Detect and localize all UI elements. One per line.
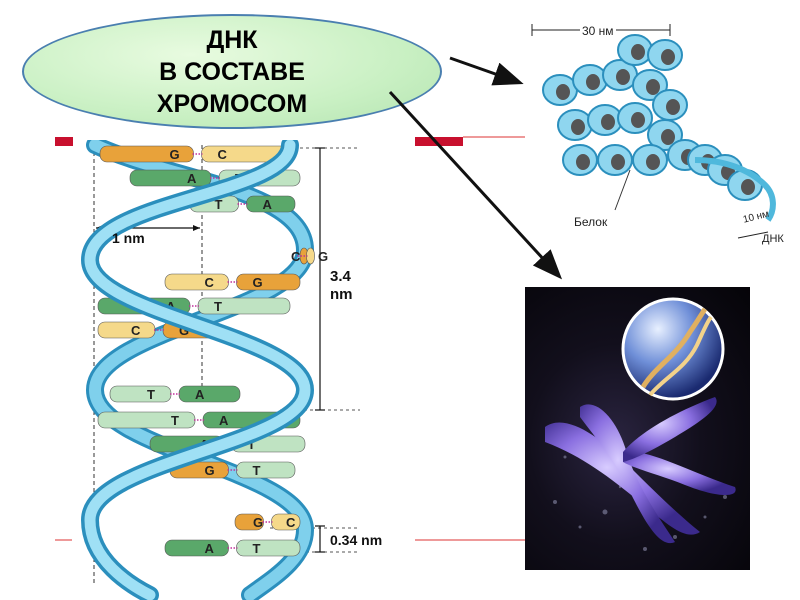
base-letter: T xyxy=(248,437,256,452)
base-right-block xyxy=(236,461,296,479)
base-left-block xyxy=(129,169,212,187)
base-letter: T xyxy=(253,463,261,478)
fiber-width-label: 30 нм xyxy=(580,24,616,38)
base-right-block xyxy=(236,273,301,291)
base-letter: T xyxy=(147,387,155,402)
base-left-block xyxy=(109,385,172,403)
base-letter: G xyxy=(318,249,328,264)
histone-core xyxy=(661,129,675,145)
histone-core xyxy=(631,112,645,128)
base-letter: C xyxy=(291,249,301,264)
base-right-block xyxy=(197,297,291,315)
base-letter: G xyxy=(253,275,263,290)
base-left-block xyxy=(97,411,196,429)
arrow-to-chromosome xyxy=(388,90,563,280)
base-left-block xyxy=(164,539,229,557)
base-letter: C xyxy=(286,515,296,530)
base-letter: G xyxy=(170,147,180,162)
base-letter: A xyxy=(195,387,205,402)
chromosome-illustration xyxy=(545,297,736,551)
base-letter: T xyxy=(253,541,261,556)
histone-core xyxy=(611,154,625,170)
title-line-1: ДНК xyxy=(206,26,258,54)
base-letter: A xyxy=(187,171,197,186)
base-letter: T xyxy=(215,197,223,212)
title-ellipse: ДНК В СОСТАВЕ ХРОМОСОМ xyxy=(22,14,442,129)
base-letter: C xyxy=(218,147,228,162)
base-left-block xyxy=(97,321,156,339)
histone-core xyxy=(661,49,675,65)
base-letter: G xyxy=(253,515,263,530)
histone-core xyxy=(576,154,590,170)
base-right-block xyxy=(236,539,301,557)
histone-core xyxy=(741,179,755,195)
protein-label: Белок xyxy=(574,215,608,229)
red-marker-left xyxy=(55,137,73,146)
histone-core xyxy=(646,154,660,170)
base-letter: T xyxy=(171,413,179,428)
base-letter: G xyxy=(205,463,215,478)
histone-core xyxy=(616,69,630,85)
base-right-block xyxy=(306,247,315,265)
histone-core xyxy=(601,114,615,130)
base-right-block xyxy=(178,385,241,403)
turn-length-value: 3.4 xyxy=(330,268,351,285)
base-letter: A xyxy=(263,197,273,212)
histone-core xyxy=(666,99,680,115)
histone-core xyxy=(631,44,645,60)
debris-particles xyxy=(553,455,727,551)
base-letter: C xyxy=(205,275,215,290)
chromosome-photo xyxy=(525,287,750,570)
base-letter: A xyxy=(205,541,215,556)
base-letter: G xyxy=(179,323,189,338)
title-line-2: В СОСТАВЕ xyxy=(159,58,305,86)
width-label: 1 nm xyxy=(112,230,145,246)
dna-label: ДНК xyxy=(762,233,784,245)
base-letter: T xyxy=(214,299,222,314)
title-line-3: ХРОМОСОМ xyxy=(156,90,308,118)
histone-core xyxy=(556,84,570,100)
chromatin-fiber-diagram xyxy=(531,24,776,239)
histone-core xyxy=(646,79,660,95)
base-left-block xyxy=(164,273,229,291)
histone-core xyxy=(571,119,585,135)
nucleosome-coils xyxy=(542,34,763,201)
turn-length-unit: nm xyxy=(330,286,353,303)
dna-inset-sphere xyxy=(621,297,725,401)
arrow-to-chromatin xyxy=(449,56,524,86)
histone-core xyxy=(586,74,600,90)
base-step-label: 0.34 nm xyxy=(330,532,383,548)
base-letter: C xyxy=(131,323,141,338)
red-marker-right xyxy=(415,137,463,146)
base-letter: A xyxy=(219,413,229,428)
